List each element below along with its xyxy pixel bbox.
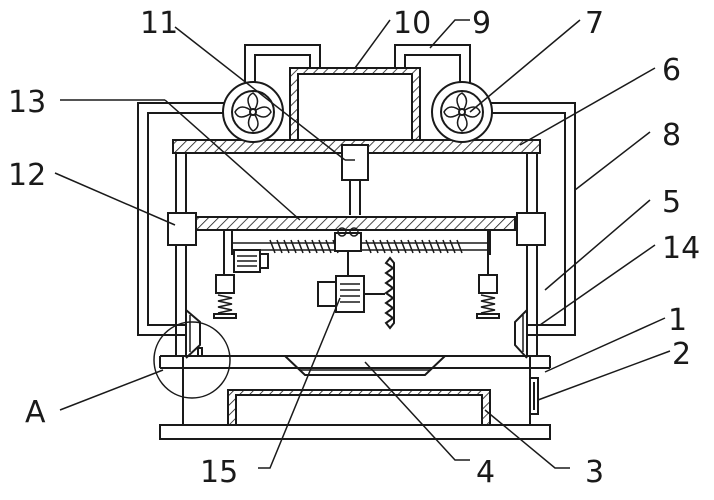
left-spring (213, 230, 237, 319)
label-11: 11 (140, 6, 178, 41)
side-handle (529, 377, 539, 415)
label-8: 8 (662, 118, 681, 153)
lifting-cylinder (341, 144, 369, 215)
label-14: 14 (662, 231, 700, 266)
label-7: 7 (585, 6, 604, 41)
part-labels: 11 10 9 7 6 13 8 12 5 14 1 2 A 15 4 3 (8, 6, 700, 490)
left-fan (222, 81, 284, 143)
screw-motor (233, 249, 269, 273)
label-6: 6 (662, 53, 681, 88)
label-3: 3 (585, 455, 604, 490)
label-a: A (25, 395, 46, 430)
right-guide (514, 309, 528, 359)
label-1: 1 (668, 303, 687, 338)
frame-walls (175, 150, 538, 356)
base-plate (159, 424, 551, 440)
label-4: 4 (476, 455, 495, 490)
left-slider (167, 212, 197, 246)
right-fan (431, 81, 493, 143)
funnel (284, 355, 446, 376)
label-12: 12 (8, 158, 46, 193)
label-5: 5 (662, 185, 681, 220)
label-10: 10 (393, 6, 431, 41)
leader-lines (54, 19, 671, 469)
label-13: 13 (8, 85, 46, 120)
lower-housing (159, 355, 551, 425)
detail-circle-a (153, 321, 231, 399)
saw-blade (384, 256, 395, 330)
right-spring (476, 230, 500, 319)
outer-ducts (137, 102, 576, 336)
right-slider (516, 212, 546, 246)
collection-box (227, 389, 491, 426)
label-9: 9 (472, 6, 491, 41)
label-15: 15 (200, 455, 238, 490)
top-ducts (244, 44, 471, 92)
dust-bin (289, 67, 421, 141)
screw-rod-assembly (231, 227, 491, 255)
label-2: 2 (672, 337, 691, 372)
cutting-motor (317, 252, 385, 313)
left-guide (185, 309, 203, 359)
